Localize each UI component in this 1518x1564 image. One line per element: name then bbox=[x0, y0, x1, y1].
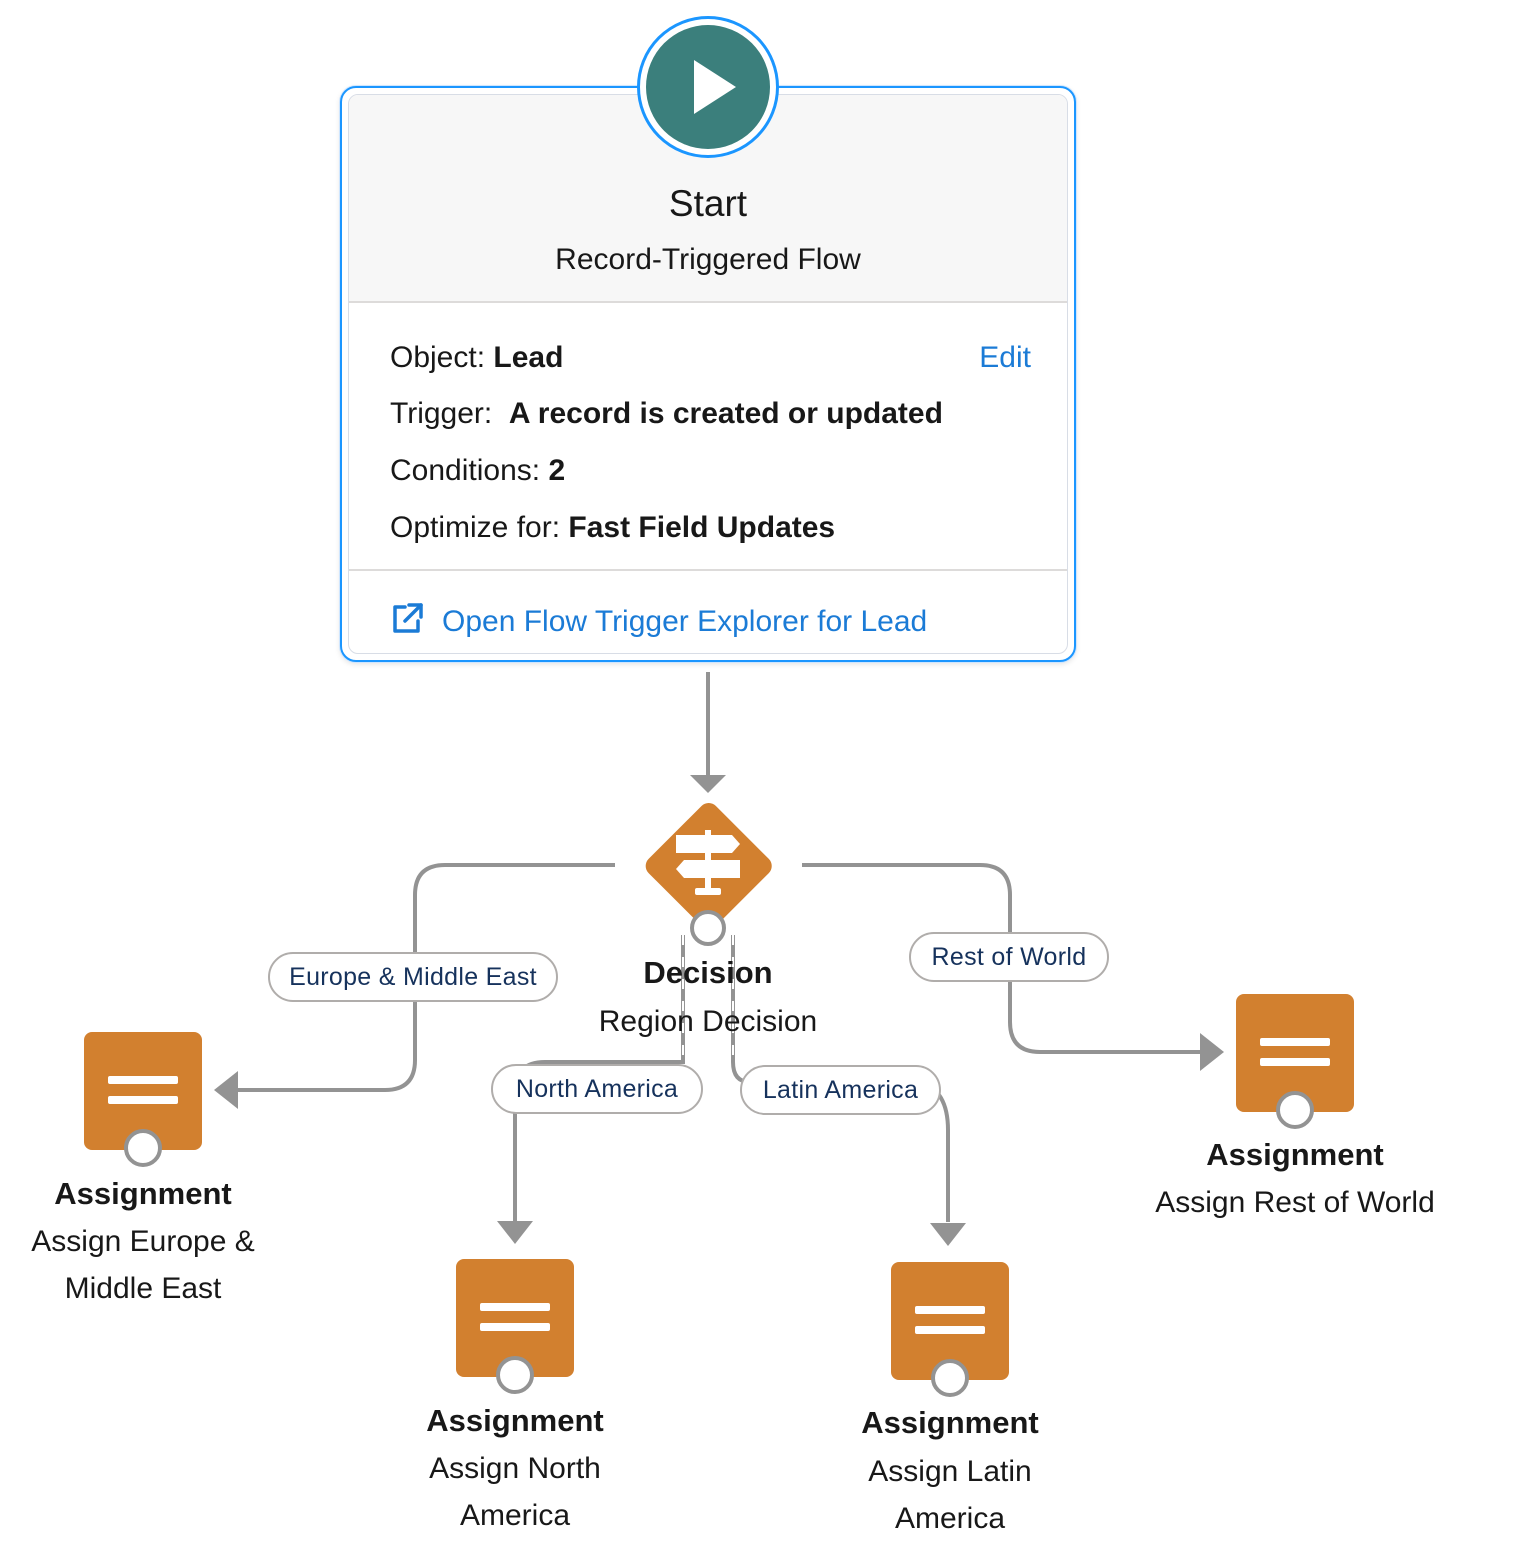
optimize-row: Optimize for: Fast Field Updates bbox=[390, 511, 835, 545]
arrowhead-europe bbox=[214, 1071, 238, 1109]
object-row: Object: Lead bbox=[390, 341, 563, 375]
conditions-value: 2 bbox=[548, 454, 566, 487]
start-play-icon[interactable] bbox=[637, 16, 779, 158]
assignment-element-latin-america[interactable] bbox=[891, 1262, 1009, 1397]
edit-link[interactable]: Edit bbox=[979, 341, 1031, 374]
assignment-type-label: Assignment bbox=[54, 1176, 232, 1211]
assignment-name-line: America bbox=[459, 1499, 571, 1532]
assignment-name-line: Assign Latin bbox=[868, 1455, 1032, 1488]
assignment-icon bbox=[1236, 994, 1354, 1129]
assignment-element-rest-of-world[interactable] bbox=[1236, 994, 1354, 1129]
play-icon bbox=[694, 60, 736, 114]
assignment-name-line: Assign Europe & bbox=[31, 1225, 255, 1258]
assignment-icon bbox=[891, 1262, 1009, 1397]
object-label: Object: bbox=[390, 341, 486, 374]
start-element-card[interactable]: Start Record-Triggered Flow Object: Lead… bbox=[340, 86, 1076, 662]
start-title: Start bbox=[668, 183, 748, 224]
conditions-row: Conditions: 2 bbox=[390, 454, 565, 488]
assignment-name-line: America bbox=[894, 1502, 1006, 1535]
trigger-value: A record is created or updated bbox=[508, 397, 943, 430]
arrowhead-north-america bbox=[497, 1221, 533, 1244]
assignment-element-north-america[interactable] bbox=[456, 1259, 574, 1394]
open-trigger-explorer-link[interactable]: Open Flow Trigger Explorer for Lead bbox=[390, 601, 927, 643]
assignment-type-label: Assignment bbox=[1206, 1137, 1384, 1172]
assignment-type-label: Assignment bbox=[861, 1405, 1039, 1440]
arrowhead-rest-of-world bbox=[1200, 1033, 1224, 1071]
assignment-icon bbox=[456, 1259, 574, 1394]
conditions-label: Conditions: bbox=[390, 454, 541, 487]
open-trigger-explorer-label: Open Flow Trigger Explorer for Lead bbox=[442, 605, 928, 638]
assignment-icon bbox=[84, 1032, 202, 1167]
assignment-name-line: Middle East bbox=[64, 1272, 222, 1305]
assignment-name-europe: Assign Europe & Middle East bbox=[0, 1218, 286, 1312]
object-value: Lead bbox=[493, 341, 564, 374]
assignment-type-label: Assignment bbox=[426, 1403, 604, 1438]
decision-element[interactable] bbox=[628, 786, 788, 946]
assignment-name-north-america: Assign North America bbox=[385, 1445, 645, 1539]
arrowhead-latin-america bbox=[930, 1223, 966, 1246]
start-subtitle: Record-Triggered Flow bbox=[555, 243, 861, 276]
outcome-pill-latin-america[interactable]: Latin America bbox=[740, 1065, 941, 1115]
start-card-body: Start Record-Triggered Flow Object: Lead… bbox=[348, 94, 1068, 654]
optimize-label: Optimize for: bbox=[390, 511, 561, 544]
trigger-row: Trigger: A record is created or updated bbox=[390, 397, 943, 431]
external-link-icon bbox=[390, 601, 424, 643]
decision-signpost-icon bbox=[645, 802, 772, 946]
decision-name-label: Region Decision bbox=[598, 1005, 818, 1038]
assignment-name-line: Assign North bbox=[429, 1452, 601, 1485]
outcome-pill-europe-middle-east[interactable]: Europe & Middle East bbox=[268, 952, 558, 1002]
decision-type-label: Decision bbox=[643, 955, 773, 990]
trigger-label: Trigger: bbox=[390, 397, 493, 430]
assignment-name-latin-america: Assign Latin America bbox=[820, 1448, 1080, 1542]
optimize-value: Fast Field Updates bbox=[568, 511, 836, 544]
assignment-name-rest-of-world: Assign Rest of World bbox=[1130, 1179, 1460, 1226]
assignment-name-line: Assign Rest of World bbox=[1155, 1186, 1435, 1219]
arrowhead-decision bbox=[690, 775, 726, 793]
outcome-pill-north-america[interactable]: North America bbox=[491, 1064, 703, 1114]
outcome-pill-rest-of-world[interactable]: Rest of World bbox=[909, 932, 1109, 982]
assignment-element-europe[interactable] bbox=[84, 1032, 202, 1167]
card-divider bbox=[349, 569, 1067, 571]
